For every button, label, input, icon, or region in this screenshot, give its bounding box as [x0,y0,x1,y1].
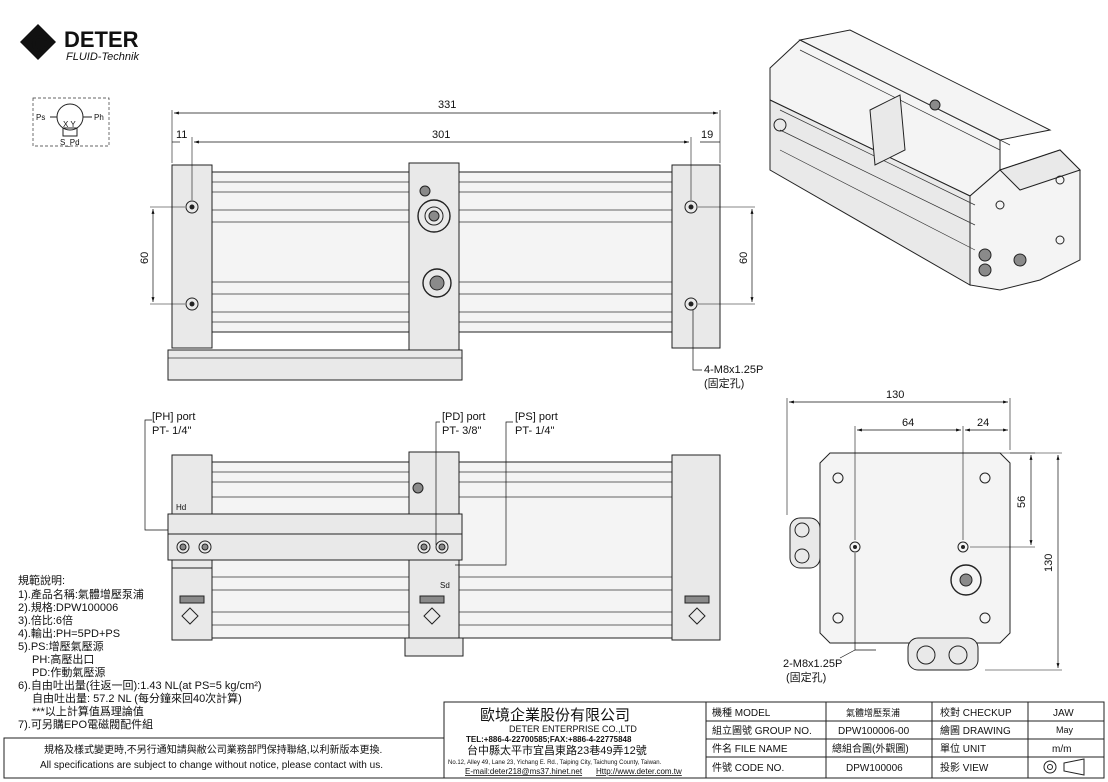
notice-zh: 規格及樣式變更時,不另行通知請與敝公司業務部門保持聯絡,以利新版本更換. [44,743,382,756]
notice-en: All specifications are subject to change… [40,760,383,771]
company-name-en: DETER ENTERPRISE CO.,LTD [509,724,637,734]
mark-ph: Hd [176,503,186,512]
ps-port-size: PT- 1/4" [515,425,554,437]
tb-code-label: 件號 CODE NO. [712,761,784,774]
notice-block: 規格及樣式變更時,不另行通知請與敝公司業務部門保持聯絡,以利新版本更換. All… [3,737,445,779]
logo-diamond-icon [20,24,56,60]
logo-subtitle: FLUID-Technik [66,51,139,63]
pneumatic-symbol: Ps Ph X Y S_Pd [32,97,110,147]
spec-line-8: 6).自由吐出量(往返一回):1.43 NL(at PS=5 kg/cm²) [18,678,262,692]
company-tel: TEL:+886-4-22700585;FAX:+886-4-22775848 [466,735,632,744]
symbol-spd: S_Pd [60,138,80,147]
logo-brand: DETER [64,27,139,52]
top-view: 331 301 11 19 60 60 4-M8x1.25P (固定孔) [139,99,763,390]
company-email: E-mail:deter218@ms37.hinet.net [465,767,583,776]
company-web: Http://www.deter.com.tw [596,767,682,776]
pd-port-size: PT- 3/8" [442,425,481,437]
spec-line-7: PD:作動氣壓源 [32,665,105,679]
isometric-view [769,29,1081,291]
company-block: 歐境企業股份有限公司 DETER ENTERPRISE CO.,LTD TEL:… [443,701,707,779]
spec-line-2: 2).規格:DPW100006 [18,600,118,614]
ps-port-label: [PS] port [515,411,558,423]
tb-drawing-value: May [1056,725,1074,735]
spec-notes: 規範說明: 1).產品名稱:氣體增壓泵浦 2).規格:DPW100006 3).… [18,573,262,731]
top-hole-note-sub: (固定孔) [704,376,744,390]
spec-line-1: 1).產品名稱:氣體增壓泵浦 [18,587,144,601]
spec-line-9: 自由吐出量: 57.2 NL (每分鐘來回40次計算) [32,691,242,705]
tb-checkup-value: JAW [1053,708,1074,719]
side-view: Hd Sd [PH] port PT- 1/4" [PD] port PT- 3… [144,411,721,657]
spec-title: 規範說明: [18,573,65,587]
tb-model-value: 氣體增壓泵浦 [846,707,900,718]
end-dim-width: 130 [886,389,904,401]
tb-file-value: 總組合圖(外觀圖) [832,742,909,755]
symbol-xy: X Y [63,120,76,129]
tb-group-label: 組立圖號 GROUP NO. [712,724,812,737]
tb-file-label: 件名 FILE NAME [712,742,788,755]
end-dim-24: 24 [977,417,989,429]
logo-mark: C [31,31,48,58]
dim-total-331: 331 [438,99,456,111]
dim-right-60: 60 [738,252,750,264]
tb-checkup-label: 校對 CHECKUP [940,706,1012,719]
spec-line-6: PH:高壓出口 [32,652,94,666]
tb-model-label: 機種 MODEL [712,706,771,719]
top-hole-note: 4-M8x1.25P [704,364,763,376]
ph-port-label: [PH] port [152,411,195,423]
mark-ps: Sd [440,581,450,590]
deter-logo: C DETER FLUID-Technik [20,24,139,63]
end-view: 130 64 24 56 130 2-M8x1.25P (固定孔) [783,389,1062,684]
end-dim-64: 64 [902,417,914,429]
end-dim-height: 130 [1043,554,1055,572]
company-name-zh: 歐境企業股份有限公司 [480,706,630,724]
symbol-ps: Ps [36,113,45,122]
spec-line-11: 7).可另購EPO電磁閥配件組 [18,717,153,731]
ph-port-size: PT- 1/4" [152,425,191,437]
tb-group-value: DPW100006-00 [838,726,910,737]
spec-line-4: 4).輸出:PH=5PD+PS [18,626,120,640]
spec-line-5: 5).PS:增壓氣壓源 [18,639,104,653]
projection-symbol-icon [1043,758,1085,776]
symbol-ph: Ph [94,113,104,122]
tb-unit-label: 單位 UNIT [940,742,986,755]
tb-code-value: DPW100006 [846,763,903,774]
end-hole-note-sub: (固定孔) [786,670,826,684]
tb-unit-value: m/m [1052,744,1071,755]
title-block: 機種 MODEL 氣體增壓泵浦 校對 CHECKUP JAW 組立圖號 GROU… [705,701,1105,779]
end-hole-note: 2-M8x1.25P [783,658,842,670]
tb-drawing-label: 繪圖 DRAWING [940,724,1011,737]
pd-port-label: [PD] port [442,411,485,423]
spec-line-3: 3).倍比:6倍 [18,613,73,627]
company-addr-zh: 台中縣太平市宜昌東路23巷49弄12號 [467,743,647,757]
dim-left-11: 11 [176,129,187,141]
spec-line-10: ***以上計算值爲理論值 [32,704,144,718]
dim-right-19: 19 [701,129,713,141]
company-addr-en: No.12, Alley 49, Lane 23, Yichang E. Rd.… [448,760,662,766]
dim-left-60: 60 [139,252,151,264]
end-dim-56: 56 [1016,496,1028,508]
dim-inner-301: 301 [432,129,450,141]
tb-view-label: 投影 VIEW [940,761,989,774]
